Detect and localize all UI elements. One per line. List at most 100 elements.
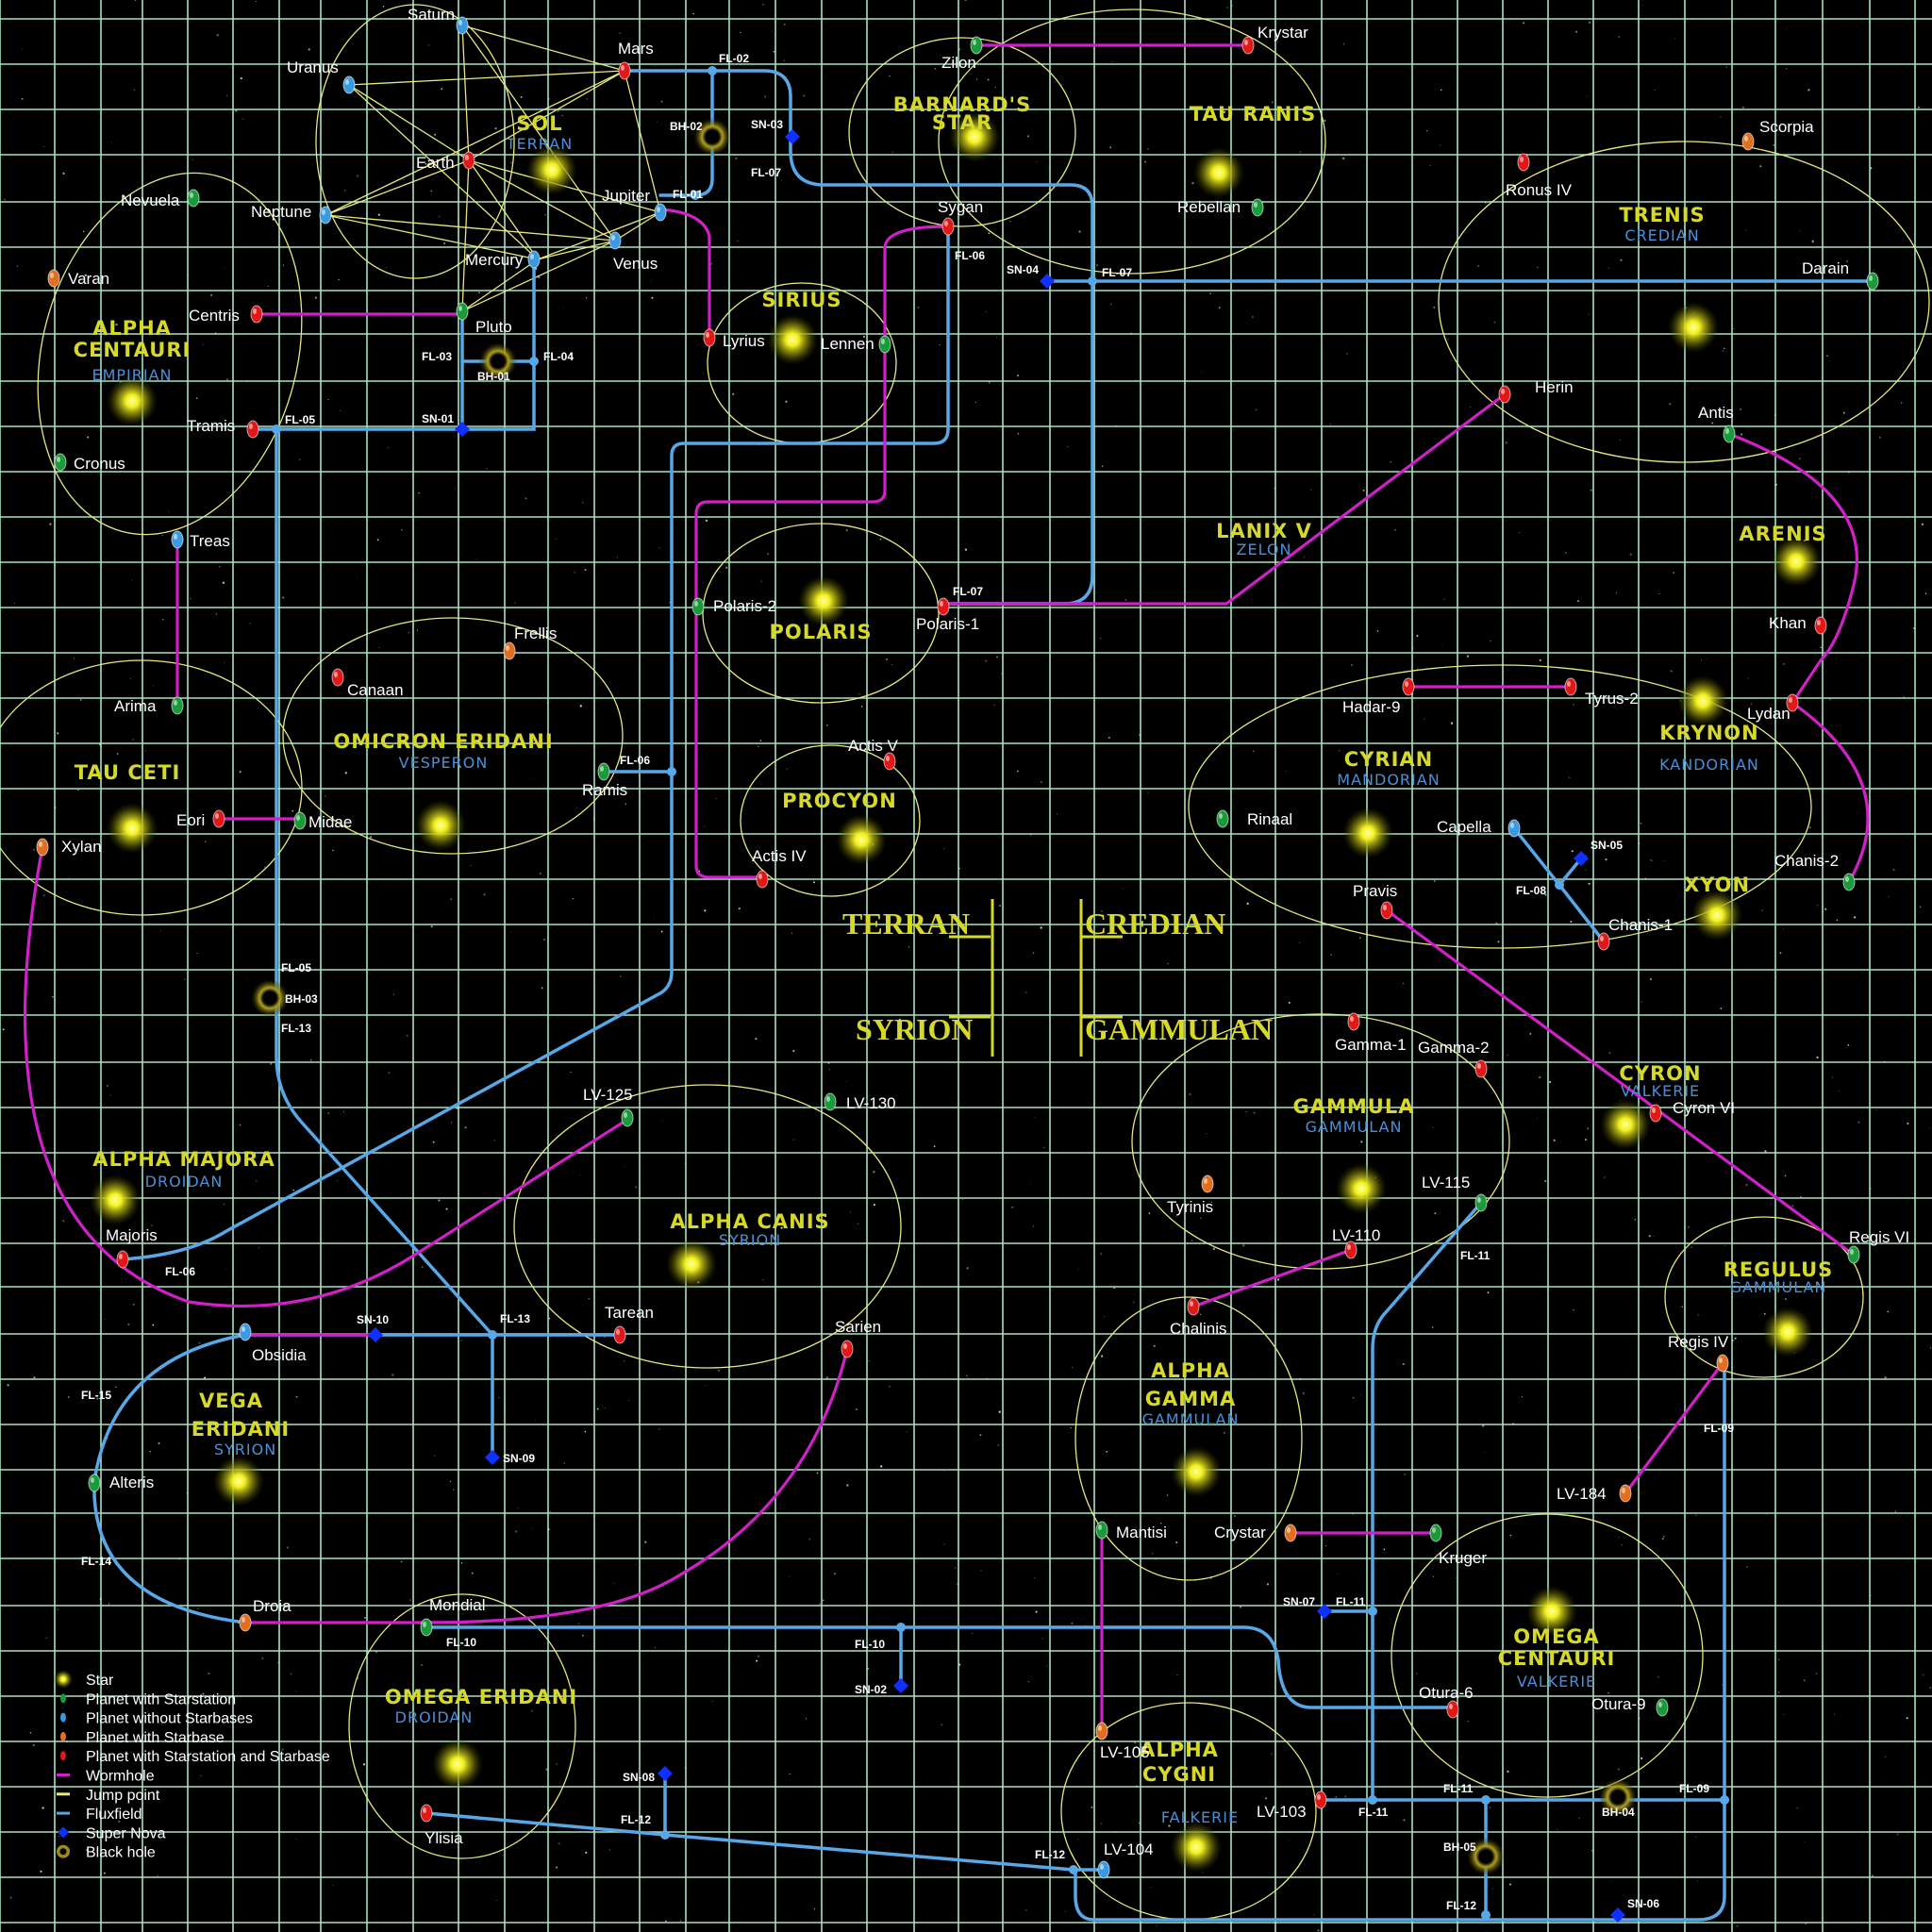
blue-planet-icon[interactable] [527, 250, 541, 269]
super-nova-icon[interactable] [455, 422, 470, 437]
red-planet-icon[interactable] [116, 1250, 129, 1269]
red-planet-icon[interactable] [1380, 901, 1393, 920]
blue-planet-icon[interactable] [1097, 1860, 1110, 1879]
super-nova-icon[interactable] [658, 1766, 673, 1781]
red-planet-icon[interactable] [841, 1340, 854, 1358]
fluxfield-node-icon[interactable] [691, 191, 700, 200]
red-planet-icon[interactable] [331, 668, 344, 687]
green-planet-icon[interactable] [293, 811, 307, 830]
red-planet-icon[interactable] [1241, 36, 1255, 55]
background-star [1236, 124, 1237, 125]
blue-planet-icon[interactable] [1507, 819, 1521, 838]
fluxfield-node-icon[interactable] [488, 1330, 497, 1340]
green-planet-icon[interactable] [1723, 425, 1736, 443]
fluxfield-node-icon[interactable] [896, 1623, 906, 1632]
green-planet-icon[interactable] [54, 453, 67, 472]
green-planet-icon[interactable] [621, 1108, 634, 1127]
green-planet-icon[interactable] [1429, 1524, 1442, 1542]
fluxfield-node-icon[interactable] [660, 1830, 670, 1840]
red-planet-icon[interactable] [1597, 932, 1610, 951]
green-planet-icon[interactable] [187, 189, 200, 208]
green-planet-icon[interactable] [691, 597, 705, 616]
green-planet-icon[interactable] [970, 36, 983, 55]
orange-planet-icon[interactable] [36, 838, 49, 857]
red-planet-icon[interactable] [1446, 1700, 1459, 1719]
red-planet-icon[interactable] [941, 217, 955, 236]
red-planet-icon[interactable] [703, 328, 716, 347]
super-nova-icon[interactable] [893, 1678, 908, 1693]
green-planet-icon[interactable] [456, 302, 469, 321]
green-planet-icon[interactable] [420, 1618, 433, 1637]
red-planet-icon[interactable] [1314, 1790, 1327, 1809]
red-planet-icon[interactable] [1187, 1297, 1200, 1316]
fluxfield-node-icon[interactable] [1069, 1865, 1078, 1874]
green-planet-icon[interactable] [1866, 272, 1879, 291]
red-planet-icon[interactable] [1649, 1104, 1662, 1123]
orange-planet-icon[interactable] [47, 269, 60, 288]
green-planet-icon[interactable] [1842, 873, 1856, 891]
red-planet-icon[interactable] [250, 305, 263, 324]
background-star [1529, 1032, 1532, 1035]
blue-planet-icon[interactable] [608, 231, 622, 250]
green-planet-icon[interactable] [1216, 809, 1229, 828]
green-planet-icon[interactable] [171, 696, 184, 715]
red-planet-icon[interactable] [883, 752, 896, 771]
green-planet-icon[interactable] [1474, 1193, 1488, 1212]
fluxfield-node-icon[interactable] [708, 66, 717, 75]
red-planet-icon[interactable] [1498, 385, 1511, 404]
orange-planet-icon[interactable] [1619, 1484, 1632, 1503]
fluxfield-node-icon[interactable] [1481, 1795, 1491, 1805]
fluxfield-node-icon[interactable] [1368, 1607, 1377, 1616]
orange-planet-icon[interactable] [239, 1613, 252, 1632]
red-planet-icon[interactable] [756, 870, 769, 889]
red-planet-icon[interactable] [618, 61, 631, 80]
fluxfield-node-icon[interactable] [1368, 1795, 1377, 1805]
red-planet-icon[interactable] [613, 1325, 626, 1344]
green-planet-icon[interactable] [1656, 1698, 1669, 1717]
blue-planet-icon[interactable] [319, 206, 332, 225]
orange-planet-icon[interactable] [1284, 1524, 1297, 1542]
green-planet-icon[interactable] [1847, 1245, 1860, 1264]
green-planet-icon[interactable] [1095, 1521, 1108, 1540]
fluxfield-node-icon[interactable] [1720, 1795, 1729, 1805]
blue-planet-icon[interactable] [654, 203, 667, 222]
red-planet-icon[interactable] [1347, 1012, 1360, 1031]
fluxfield-node-icon[interactable] [667, 767, 676, 776]
blue-planet-icon[interactable] [342, 75, 356, 94]
super-nova-icon[interactable] [485, 1450, 500, 1465]
green-planet-icon[interactable] [597, 762, 610, 781]
green-planet-icon[interactable] [1251, 198, 1264, 217]
red-planet-icon[interactable] [246, 420, 259, 439]
super-nova-icon[interactable] [1610, 1907, 1625, 1923]
red-planet-icon[interactable] [1517, 153, 1530, 172]
fluxfield-node-icon[interactable] [272, 425, 281, 434]
blue-planet-icon[interactable] [239, 1323, 252, 1341]
super-nova-icon[interactable] [1317, 1604, 1332, 1619]
red-planet-icon[interactable] [420, 1804, 433, 1823]
orange-planet-icon[interactable] [1201, 1174, 1214, 1193]
fluxfield-node-icon[interactable] [1481, 1910, 1491, 1920]
red-planet-icon[interactable] [1402, 677, 1415, 696]
super-nova-icon[interactable] [1040, 274, 1055, 289]
orange-planet-icon[interactable] [1716, 1354, 1729, 1373]
green-planet-icon[interactable] [88, 1474, 101, 1492]
fluxfield-node-icon[interactable] [1088, 276, 1097, 286]
red-planet-icon[interactable] [937, 597, 950, 616]
orange-planet-icon[interactable] [1095, 1722, 1108, 1740]
orange-planet-icon[interactable] [503, 641, 516, 660]
red-planet-icon[interactable] [1814, 616, 1827, 635]
orange-planet-icon[interactable] [1741, 132, 1755, 151]
super-nova-icon[interactable] [785, 129, 800, 144]
super-nova-icon[interactable] [368, 1327, 383, 1342]
super-nova-icon[interactable] [1574, 851, 1589, 866]
red-planet-icon[interactable] [1564, 677, 1577, 696]
blue-planet-icon[interactable] [171, 530, 184, 549]
fluxfield-node-icon[interactable] [1555, 880, 1564, 890]
green-planet-icon[interactable] [824, 1092, 837, 1111]
red-planet-icon[interactable] [462, 151, 475, 170]
red-planet-icon[interactable] [1474, 1059, 1488, 1078]
blue-planet-icon[interactable] [456, 16, 469, 35]
fluxfield-node-icon[interactable] [529, 357, 539, 366]
green-planet-icon[interactable] [878, 335, 891, 354]
red-planet-icon[interactable] [212, 809, 225, 828]
